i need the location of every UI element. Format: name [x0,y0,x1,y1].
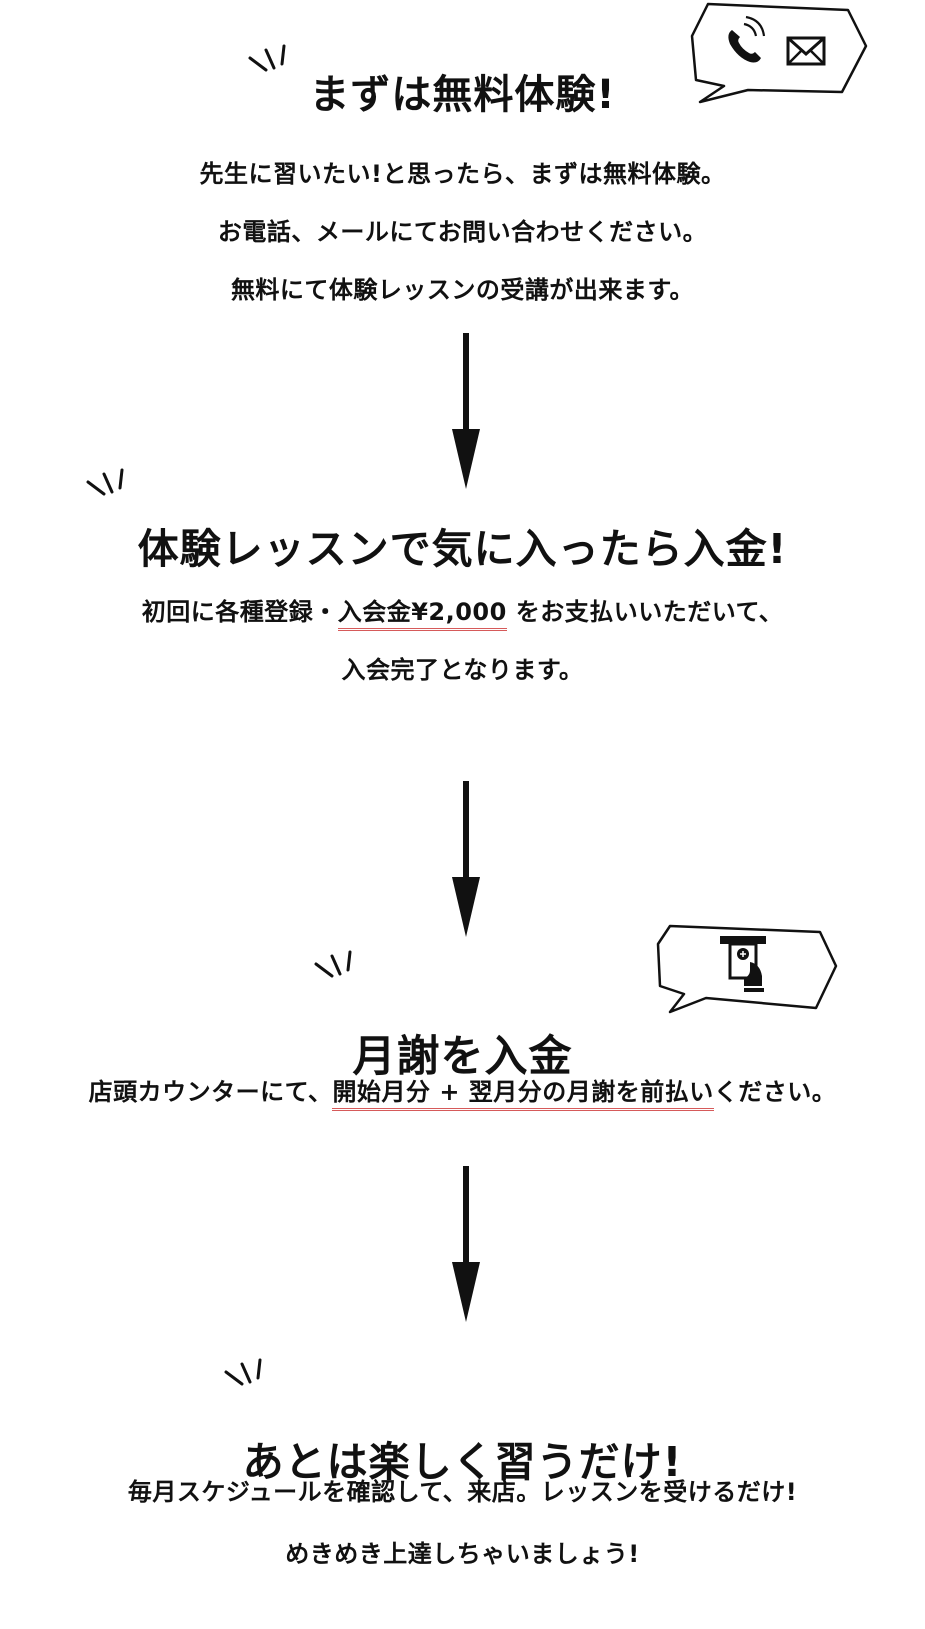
step2-text-before: 初回に各種登録・ [141,598,338,626]
step2-text-after: をお支払いいただいて、 [506,598,784,626]
monthly-fee-highlight: 開始月分 + 翌月分の月謝を前払い [332,1078,714,1111]
contact-bubble [690,2,868,104]
spark-decoration [248,44,286,72]
phone-icon [728,15,766,63]
step2-title: 体験レッスンで気に入ったら入金! [137,525,788,573]
step1-line-1: 先生に習いたい!と思ったら、まずは無料体験。 [199,160,726,188]
step1-line-2: お電話、メールにてお問い合わせください。 [217,218,708,246]
atm-icon [720,936,766,992]
arrow-down-icon [452,333,480,489]
spark-decoration [314,950,352,978]
payment-bubble [656,924,838,1014]
spark-decoration [224,1358,262,1386]
step3-text-before: 店頭カウンターにて、 [88,1078,333,1106]
step4-title: あとは楽しく習うだけ! [242,1438,683,1486]
mail-icon [786,36,826,66]
step3-title: 月謝を入金 [352,1032,573,1082]
entrance-fee-highlight: 入会金¥2,000 [337,598,507,631]
step3-line: 店頭カウンターにて、開始月分 + 翌月分の月謝を前払いください。 [0,1072,925,1111]
step1-line-3: 無料にて体験レッスンの受講が出来ます。 [230,276,695,304]
step3-text-after: ください。 [713,1078,837,1106]
step4-line-1: 毎月スケジュールを確認して、来店。レッスンを受けるだけ! [127,1478,798,1506]
arrow-down-icon [452,1166,480,1322]
step1-title: まずは無料体験! [309,72,616,118]
step2-line-2: 入会完了となります。 [341,656,584,684]
step2-line-1: 初回に各種登録・入会金¥2,000 をお支払いいただいて、 [0,592,925,631]
spark-decoration [86,468,124,496]
arrow-down-icon [452,781,480,937]
step4-line-2: めきめき上達しちゃいましょう! [285,1540,640,1568]
